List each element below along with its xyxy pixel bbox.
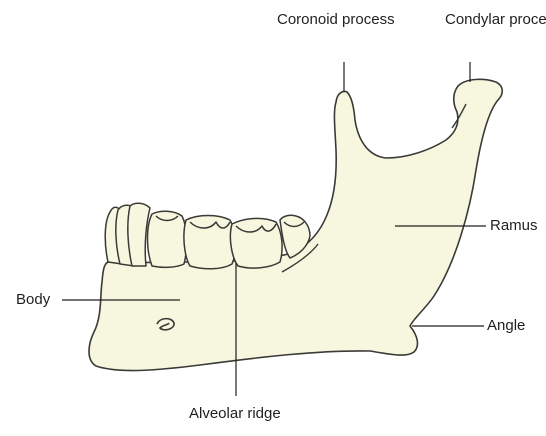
- tooth-premolar-1: [148, 211, 187, 267]
- label-coronoid-line2: process: [342, 11, 395, 28]
- label-alveolar-ridge: Alveolar ridge: [189, 404, 281, 423]
- teeth: [105, 203, 310, 269]
- label-coronoid-line1: Coronoid: [277, 11, 338, 28]
- label-condylar-process: Condylar process: [445, 10, 535, 29]
- label-angle: Angle: [487, 316, 525, 335]
- tooth-back-1: [128, 203, 150, 266]
- label-condylar-line2: process: [509, 11, 546, 28]
- label-condylar-line1: Condylar: [445, 11, 505, 28]
- label-ramus: Ramus: [490, 216, 538, 235]
- label-coronoid-process: Coronoid process: [277, 10, 367, 29]
- label-body: Body: [16, 290, 50, 309]
